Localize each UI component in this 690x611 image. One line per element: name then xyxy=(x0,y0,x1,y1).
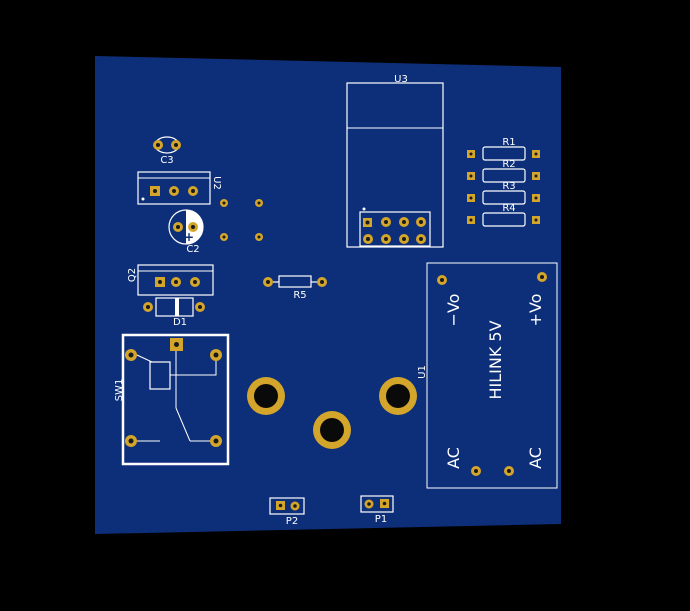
r2-label: R2 xyxy=(502,159,515,170)
sw1-label: SW1 xyxy=(114,379,125,402)
q2-label: Q2 xyxy=(127,268,138,282)
p1-label: P1 xyxy=(375,514,387,525)
d1-label: D1 xyxy=(173,317,187,328)
minus-vo-label: −Vo xyxy=(444,294,463,327)
diode-d1: D1 xyxy=(143,297,205,328)
mounting-holes xyxy=(247,377,417,449)
resistor-r3: R3 xyxy=(467,181,540,205)
hilink-label: HILINK 5V xyxy=(486,320,505,399)
r1-label: R1 xyxy=(502,137,515,148)
c2-label: C2 xyxy=(186,244,199,255)
c2-plus-label: + xyxy=(184,230,194,244)
plus-vo-label: +Vo xyxy=(526,294,545,327)
resistor-r4: R4 xyxy=(467,203,540,227)
transistor-q2: Q2 xyxy=(127,264,214,296)
power-module-u1: U1 −Vo +Vo HILINK 5V AC AC xyxy=(417,262,558,489)
module-u3: U3 xyxy=(346,74,444,248)
ac-left-label: AC xyxy=(444,447,463,469)
regulator-u2: U2 xyxy=(137,171,222,205)
capacitor-c2: + C2 xyxy=(168,209,204,255)
r5-label: R5 xyxy=(293,290,306,301)
ac-right-label: AC xyxy=(526,447,545,469)
u3-label: U3 xyxy=(394,74,408,85)
capacitor-c3: C3 xyxy=(153,136,181,166)
r4-label: R4 xyxy=(502,203,515,214)
connector-p1: P1 xyxy=(360,495,394,525)
c3-label: C3 xyxy=(160,155,173,166)
resistor-r5: R5 xyxy=(263,275,327,301)
u1-label: U1 xyxy=(417,365,428,379)
relay-sw1: SW1 xyxy=(114,333,230,466)
resistor-r1: R1 xyxy=(467,137,540,161)
via-group xyxy=(220,199,263,241)
resistor-r2: R2 xyxy=(467,159,540,183)
u2-label: U2 xyxy=(211,176,222,190)
p2-label: P2 xyxy=(286,516,298,527)
r3-label: R3 xyxy=(502,181,515,192)
connector-p2: P2 xyxy=(269,497,305,527)
pcb-board xyxy=(95,56,561,534)
